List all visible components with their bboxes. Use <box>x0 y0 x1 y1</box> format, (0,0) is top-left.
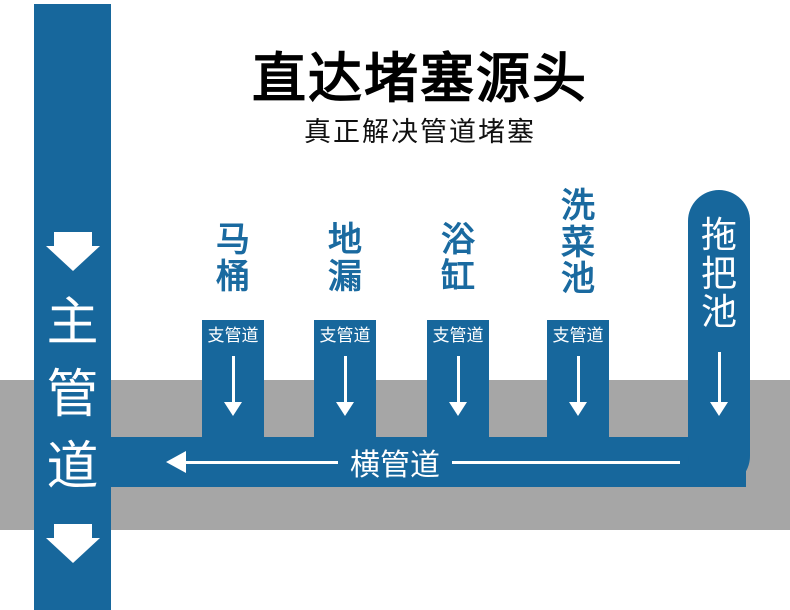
branch-pipe-label: 支管道 <box>432 326 484 345</box>
branch-pipe-sink: 支管道 <box>547 320 609 438</box>
mop-sink-label: 拖把池 <box>701 214 738 333</box>
down-arrow-icon <box>449 356 467 417</box>
arrow-head <box>45 538 100 563</box>
branch-pipe-label: 支管道 <box>207 326 259 345</box>
horizontal-pipe: 横管道 <box>104 437 746 487</box>
fixture-label-bathtub: 浴缸 <box>441 221 475 296</box>
fixture-label-floor-drain: 地漏 <box>328 221 362 296</box>
branch-pipe-bathtub: 支管道 <box>427 320 489 438</box>
arrow-head <box>569 402 587 417</box>
fixture-label-toilet: 马桶 <box>216 221 250 296</box>
arrow-stem <box>456 356 460 403</box>
page-title: 直达堵塞源头 <box>252 49 588 109</box>
pipe-line-right <box>452 460 680 464</box>
fixture-label-sink: 洗菜池 <box>561 187 595 299</box>
down-arrow-icon <box>45 524 100 563</box>
branch-pipe-label: 支管道 <box>552 326 604 345</box>
mop-sink-pipe: 拖把池 <box>688 190 750 487</box>
arrow-head <box>45 246 100 271</box>
horizontal-pipe-label: 横管道 <box>350 449 440 482</box>
arrow-head <box>336 402 354 417</box>
down-arrow-icon <box>710 351 728 416</box>
down-arrow-icon <box>45 232 100 271</box>
branch-pipe-label: 支管道 <box>319 326 371 345</box>
page-subtitle: 真正解决管道堵塞 <box>304 117 536 147</box>
arrow-stem <box>576 356 580 403</box>
arrow-stem <box>717 351 721 402</box>
arrow-head <box>449 402 467 417</box>
branch-pipe-toilet: 支管道 <box>202 320 264 438</box>
left-arrow-icon <box>166 451 186 473</box>
main-pipe: 主管道 <box>34 4 111 610</box>
arrow-stem <box>53 232 92 246</box>
down-arrow-icon <box>336 356 354 417</box>
arrow-stem <box>53 524 92 538</box>
down-arrow-icon <box>224 356 242 417</box>
arrow-stem <box>343 356 347 403</box>
pipe-line-left <box>186 460 338 464</box>
arrow-head <box>710 401 728 416</box>
down-arrow-icon <box>569 356 587 417</box>
main-pipe-label: 主管道 <box>46 294 99 496</box>
arrow-head <box>224 402 242 417</box>
arrow-stem <box>231 356 235 403</box>
branch-pipe-floor-drain: 支管道 <box>314 320 376 438</box>
